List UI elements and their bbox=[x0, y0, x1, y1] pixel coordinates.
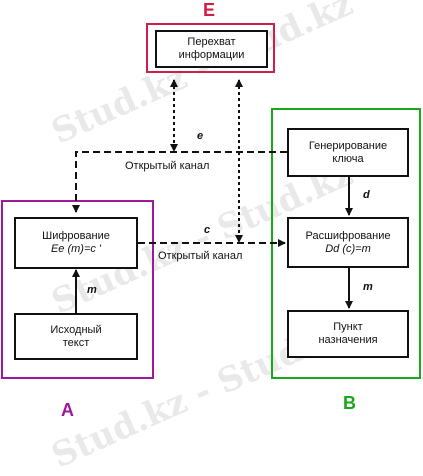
destination-text-1: Пункт bbox=[333, 321, 363, 333]
source-text-box: Исходный текст bbox=[14, 313, 138, 360]
arrow-label-e: e bbox=[197, 130, 204, 142]
open-channel-label-upper: Открытый канал bbox=[125, 160, 210, 172]
destination-box: Пункт назначения bbox=[287, 310, 409, 358]
decrypt-text-1: Расшифрование bbox=[305, 229, 391, 242]
encrypt-box: Шифрование Ee (m)=c ' bbox=[14, 217, 138, 269]
party-a-region bbox=[1, 200, 154, 379]
arrow-label-m-a: m bbox=[87, 284, 97, 296]
key-channel-line bbox=[72, 151, 287, 213]
party-e-label: E bbox=[203, 0, 216, 20]
party-b-label: B bbox=[343, 393, 356, 413]
intercept-box: Перехват информации bbox=[155, 30, 268, 68]
decrypt-formula: Dd (c)=m bbox=[325, 242, 371, 255]
arrow-label-d: d bbox=[363, 189, 370, 201]
source-text-2: текст bbox=[62, 336, 90, 349]
encrypt-text-1: Шифрование bbox=[42, 230, 110, 242]
party-e-region bbox=[146, 23, 275, 73]
keygen-box: Генерирование ключа bbox=[287, 128, 409, 177]
intercept-text-2: информации bbox=[178, 49, 245, 61]
intercept-text-1: Перехват bbox=[187, 36, 236, 48]
arrow-label-c: c bbox=[204, 224, 211, 236]
source-text-1: Исходный bbox=[50, 323, 102, 336]
destination-text-2: назначения bbox=[318, 334, 378, 346]
encrypt-formula: Ee (m)=c ' bbox=[50, 243, 102, 255]
decrypt-box: Расшифрование Dd (c)=m bbox=[287, 217, 409, 268]
party-a-label: A bbox=[61, 400, 74, 420]
keygen-text-2: ключа bbox=[332, 152, 364, 165]
open-channel-label-lower: Открытый канал bbox=[158, 250, 243, 262]
arrow-label-m-b: m bbox=[363, 281, 373, 293]
keygen-text-1: Генерирование bbox=[308, 139, 388, 152]
connector-lines bbox=[72, 79, 353, 313]
